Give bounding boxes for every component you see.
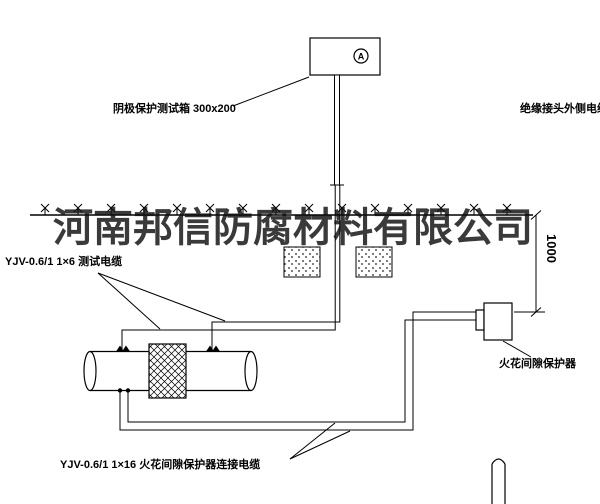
ground-surface-marks (40, 203, 512, 216)
test-box (309, 37, 381, 76)
test-box-leader-line (232, 76, 310, 107)
ammeter-symbol (353, 48, 369, 64)
spark-gap-cable-leader-lines (289, 422, 351, 460)
spark-gap-cable-label: YJV-0.6/1 1×16 火花间隙保护器连接电缆 (60, 459, 261, 471)
test-box-label: 阴极保护测试箱 300x200 (113, 103, 236, 115)
anode-riser-symbol (491, 458, 506, 504)
ammeter-letter: A (358, 52, 365, 62)
foundation-blocks (283, 246, 393, 278)
spark-gap-protector (475, 302, 513, 341)
insulating-joint (148, 343, 187, 399)
dimension-1000 (514, 210, 545, 317)
test-cable-leader-lines (97, 272, 226, 330)
riser-conduit (330, 74, 344, 186)
spark-gap-cables (119, 311, 476, 431)
spark-gap-leader-line (502, 340, 532, 358)
insulated-joint-cable-label: 绝缘接头外侧电缆 (520, 103, 600, 115)
test-cable-label: YJV-0.6/1 1×6 测试电缆 (5, 256, 123, 268)
spark-gap-protector-label: 火花间隙保护器 (499, 358, 576, 370)
dimension-1000-text: 1000 (544, 234, 559, 263)
test-cables (121, 185, 341, 351)
